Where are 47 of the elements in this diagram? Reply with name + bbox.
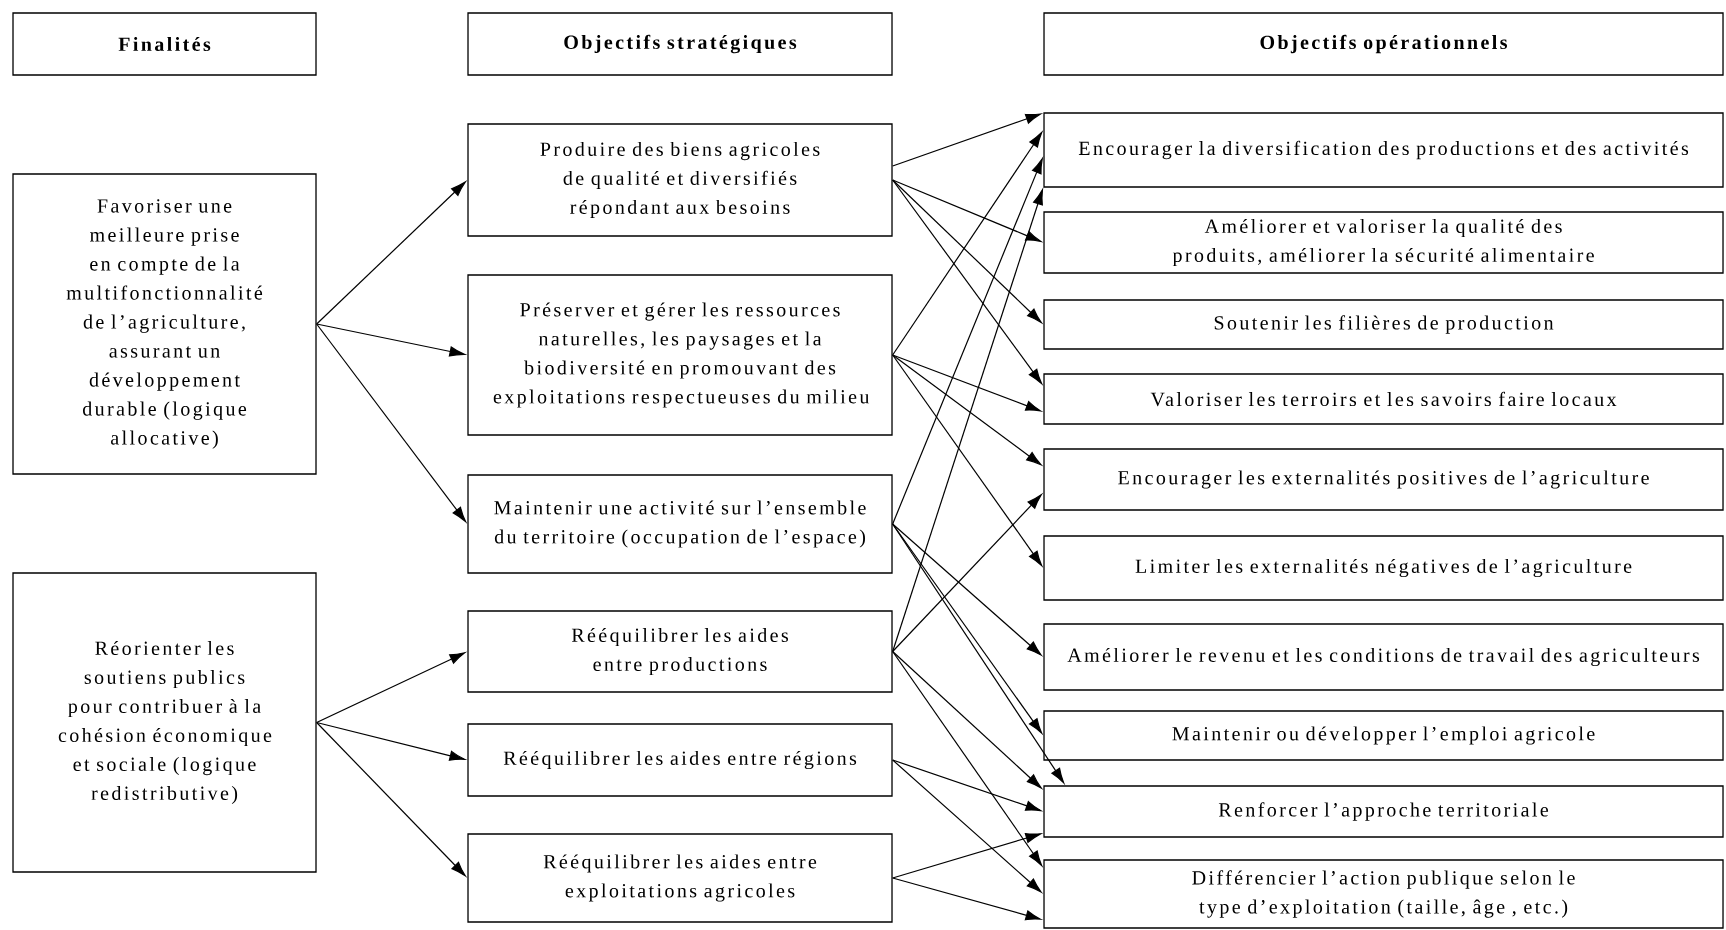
arrow (892, 179, 1042, 324)
arrow (316, 721, 466, 761)
objective-box: Améliorer le revenu et les conditions de travail des agriculteurs (1043, 623, 1724, 691)
header-box: Finalités (12, 12, 317, 76)
objective-box: Limiter les externalités négatives de l’agriculture (1043, 535, 1724, 601)
objective-box: Maintenir ou développer l’emploi agricole (1043, 710, 1724, 761)
arrow (892, 523, 1065, 784)
header-box: Objectifs opérationnels (1043, 12, 1724, 76)
arrow (892, 189, 1044, 653)
arrow (892, 158, 1043, 525)
arrow (316, 652, 466, 724)
objective-box: Soutenir les filières de production (1043, 299, 1724, 350)
objective-box: Préserver et gérer les ressources naturelles, les paysages et la biodiversité en promouvant des exploitations respectueuses du milieu (467, 274, 893, 436)
arrow (316, 323, 467, 523)
arrow (892, 113, 1042, 167)
objective-box: Renforcer l’approche territoriale (1043, 785, 1724, 838)
arrow (892, 179, 1043, 385)
arrow (892, 759, 1042, 812)
arrow (316, 181, 466, 325)
objective-box: Produire des biens agricoles de qualité et diversifiés répondant aux besoins (467, 123, 893, 237)
objective-box: Rééquilibrer les aides entre régions (467, 723, 893, 797)
header-box: Objectifs stratégiques (467, 12, 893, 76)
arrow (316, 721, 466, 877)
arrow (892, 179, 1042, 242)
objective-box: Encourager les externalités positives de l’agriculture (1043, 448, 1724, 511)
arrow (892, 523, 1042, 656)
arrow (316, 323, 465, 357)
arrow (892, 650, 1042, 789)
objective-box: Rééquilibrer les aides entre exploitations agricoles (467, 833, 893, 923)
arrow (892, 354, 1042, 466)
objective-box: Favoriser une meilleure prise en compte de la multifonctionnalité de l’agriculture, assurant un développement durable (logique allocative) (12, 173, 317, 475)
arrow (892, 523, 1043, 734)
objective-box: Maintenir une activité sur l’ensemble du territoire (occupation de l’espace) (467, 474, 893, 574)
arrow (892, 877, 1042, 921)
objective-box: Améliorer et valoriser la qualité des produits, améliorer la sécurité alimentaire (1043, 211, 1724, 274)
objective-box: Encourager la diversification des productions et des activités (1043, 112, 1724, 188)
objective-box: Réorienter les soutiens publics pour contribuer à la cohésion économique et sociale (logique redistributive) (12, 572, 317, 873)
arrow (892, 354, 1043, 567)
arrow (892, 494, 1042, 653)
arrow (892, 833, 1042, 879)
objective-box: Différencier l’action publique selon le type d’exploitation (taille, âge , etc.) (1043, 859, 1724, 929)
arrow (892, 650, 1043, 867)
arrow (892, 354, 1042, 412)
arrow (892, 759, 1042, 893)
arrow (892, 131, 1043, 356)
objective-box: Valoriser les terroirs et les savoirs faire locaux (1043, 373, 1724, 425)
objective-box: Rééquilibrer les aides entre productions (467, 610, 893, 693)
